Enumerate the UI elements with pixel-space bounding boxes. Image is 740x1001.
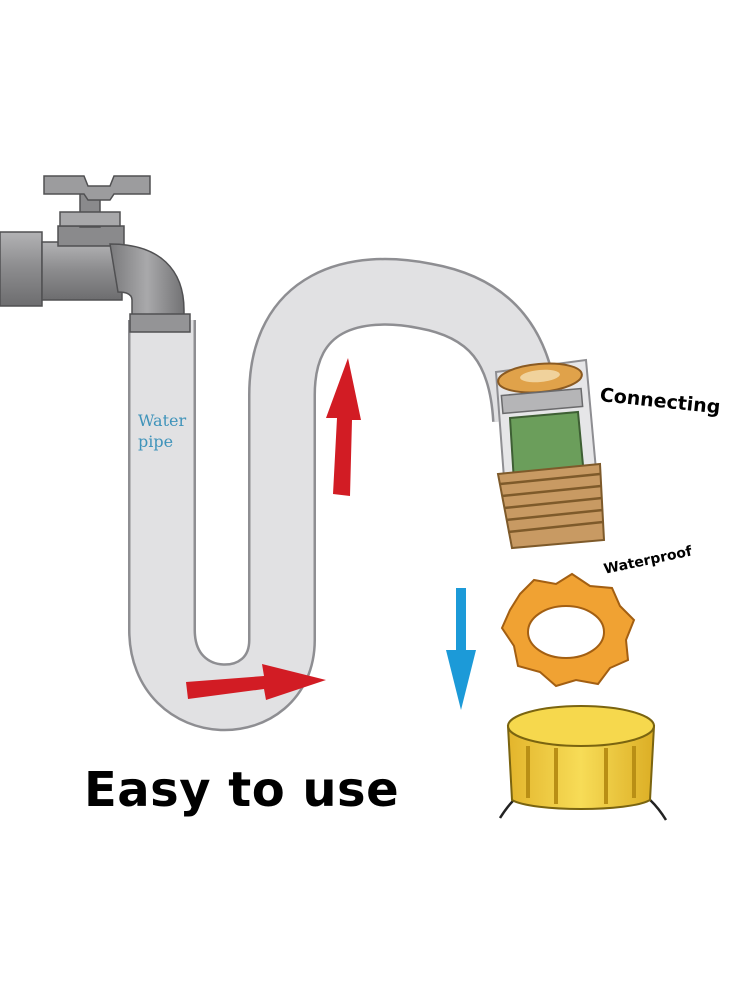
flow-arrow-icon <box>326 358 361 496</box>
hose-cap-icon <box>498 705 668 821</box>
faucet-icon <box>0 175 191 333</box>
quick-connector-icon <box>494 358 606 550</box>
washer-icon <box>500 572 636 688</box>
direction-arrow-icon <box>446 588 476 710</box>
water-pipe-label: Water pipe <box>138 411 187 451</box>
flow-arrow-icon <box>186 664 326 700</box>
headline: Easy to use <box>84 762 400 818</box>
